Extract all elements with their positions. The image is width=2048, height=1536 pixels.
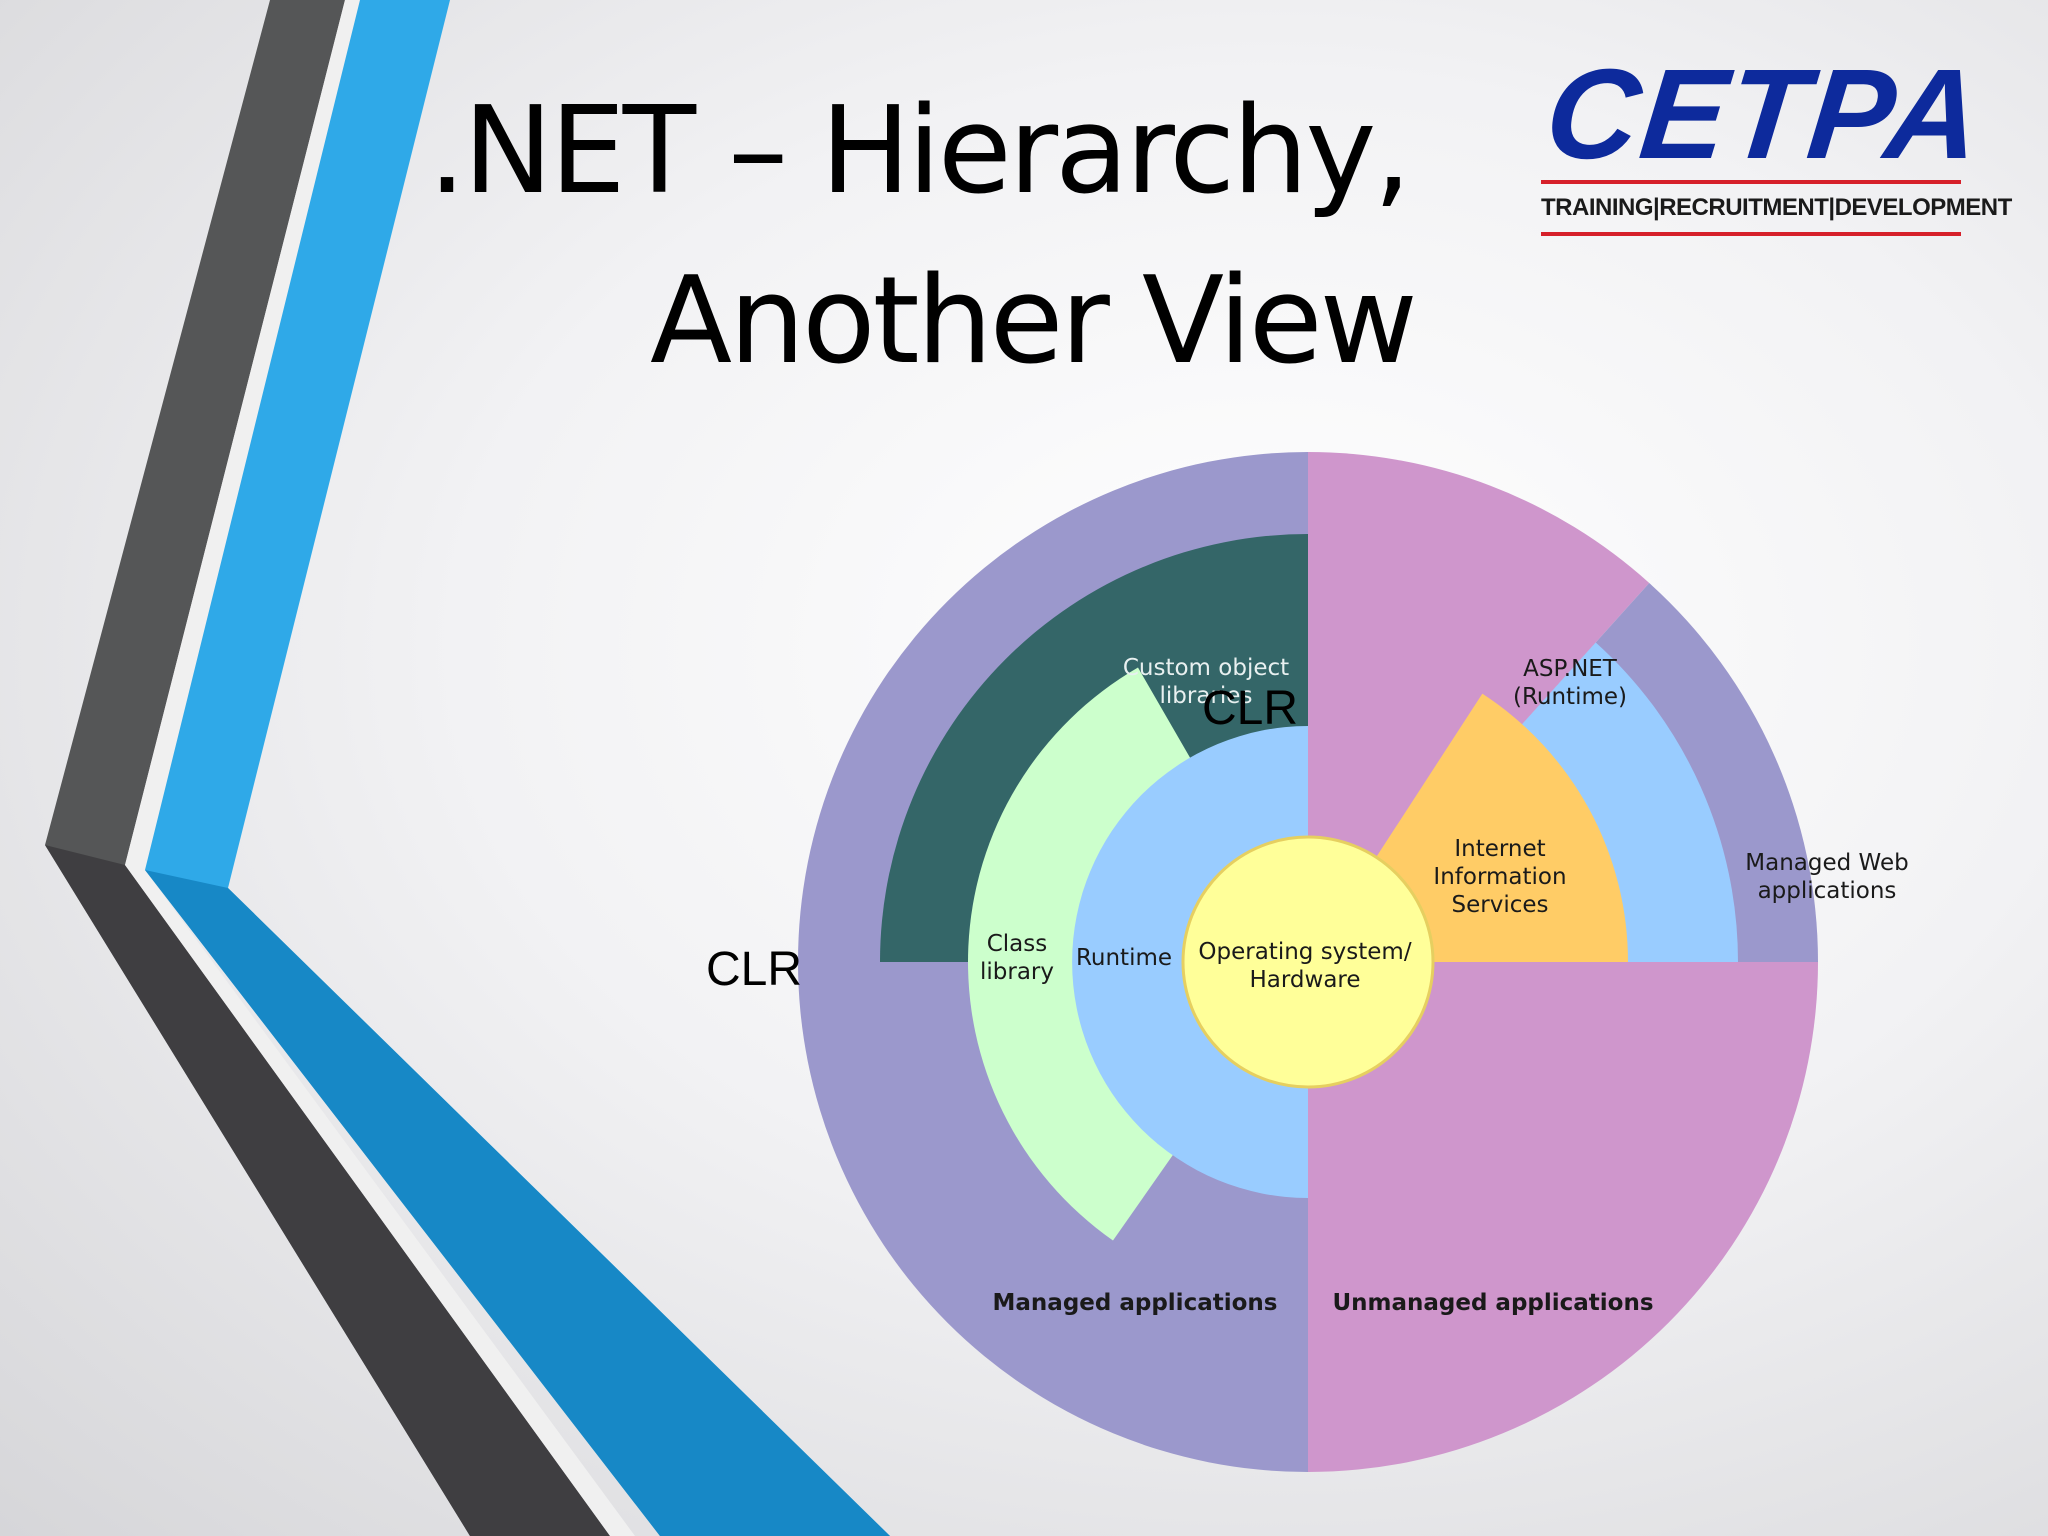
slide-title-line1: .NET – Hierarchy, xyxy=(428,82,1411,221)
white-gap-stripe xyxy=(125,0,635,1536)
label-aspnet-runtime: ASP.NET(Runtime) xyxy=(1513,656,1627,710)
blue-stripe-lower xyxy=(145,870,890,1536)
dark-stripe xyxy=(45,0,610,1536)
logo-bottom-rule xyxy=(1541,232,1961,236)
dark-stripe-lower xyxy=(45,845,610,1536)
label-clr-top: CLR xyxy=(1202,682,1298,735)
logo-tagline: TRAINING|RECRUITMENT|DEVELOPMENT xyxy=(1541,194,2012,221)
label-clr-left: CLR xyxy=(706,943,802,996)
label-unmanaged-applications: Unmanaged applications xyxy=(1332,1290,1653,1316)
label-operating-system: Operating system/Hardware xyxy=(1198,939,1411,993)
label-managed-applications: Managed applications xyxy=(993,1290,1278,1316)
unmanaged-applications-region xyxy=(1308,962,1818,1472)
slide-title-line2: Another View xyxy=(650,252,1418,391)
cetpa-logo: CETPA TRAINING|RECRUITMENT|DEVELOPMENT xyxy=(1535,43,2012,248)
logo-top-rule xyxy=(1541,180,1961,184)
blue-stripe xyxy=(145,0,890,1536)
label-runtime: Runtime xyxy=(1076,945,1172,971)
operating-system-core xyxy=(1181,835,1435,1089)
